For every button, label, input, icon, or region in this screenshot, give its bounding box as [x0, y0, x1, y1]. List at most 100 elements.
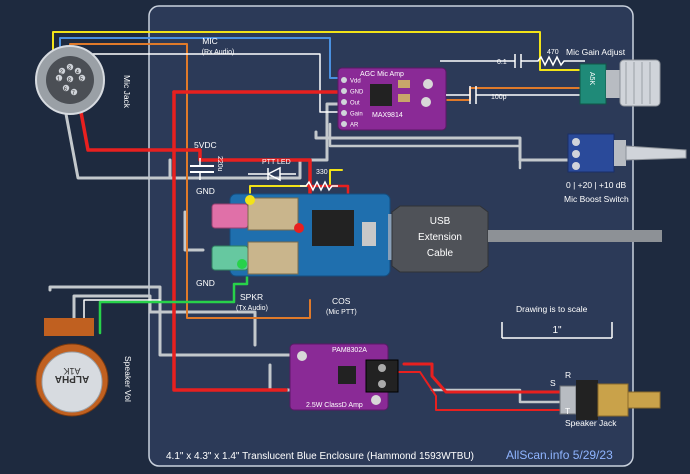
- wire-gray-boost-1: [314, 130, 572, 162]
- pam8302a-board: [289, 343, 389, 411]
- max9814-mount-hole: [421, 97, 431, 107]
- din-pin-number: 6: [64, 87, 67, 93]
- din-pin-number: 2: [60, 70, 63, 76]
- cos-sublabel: (Mic PTT): [326, 309, 357, 316]
- mic-gain-pot-value: A5K: [588, 72, 595, 86]
- usb-cable-cord: [488, 230, 662, 242]
- mic-gain-label: Mic Gain Adjust: [566, 47, 626, 57]
- wire-green-spk: [98, 262, 249, 335]
- usb-label-3: Cable: [427, 248, 454, 259]
- speaker-jack-label: Speaker Jack: [565, 418, 617, 428]
- wire-gray-jack-s: [430, 388, 562, 404]
- vdc-label: 5VDC: [194, 140, 217, 150]
- wire-red-5v-pam: [172, 90, 288, 392]
- pam8302a-title: PAM8302A: [332, 347, 367, 354]
- res-470-label: 470: [547, 49, 559, 56]
- max9814-part: MAX9814: [372, 112, 403, 119]
- pam8302a-sub: 2.5W ClassD Amp: [306, 402, 363, 409]
- scale-note: Drawing is to scale: [516, 304, 588, 314]
- cap-220-label: 220u: [216, 156, 223, 172]
- pam8302a-chip: [338, 366, 356, 384]
- speaker-vol-pot: [35, 318, 109, 417]
- wire-gray-boost-2: [328, 122, 522, 170]
- din-pin-6: [62, 84, 70, 92]
- mic-input-jack: [211, 203, 249, 229]
- res-330-label: 330: [316, 169, 328, 176]
- jack-r: R: [565, 370, 571, 380]
- din-pin-3: [66, 63, 74, 71]
- pot-brand: ALPHA: [55, 373, 89, 384]
- max9814-pin-label: GND: [350, 90, 364, 96]
- audio-jacks: [211, 195, 304, 275]
- mic-sublabel: (Rx Audio): [202, 49, 235, 56]
- gnd-top-label: GND: [196, 186, 215, 196]
- max9814-pin-hole: [341, 88, 347, 94]
- wire-gray-gnd-bot: [183, 210, 205, 252]
- cap-0.1-label: 0.1: [497, 59, 507, 66]
- cap-220u: [190, 158, 214, 180]
- speaker-vol-label: Speaker Vol: [123, 356, 133, 402]
- speaker-vol-pot-body: [41, 351, 103, 413]
- din-pin-8: [66, 75, 74, 83]
- max9814-pin-label: Gain: [350, 112, 363, 118]
- din-pin-2: [58, 67, 66, 75]
- wire-red-spk-out-2: [389, 371, 561, 411]
- cap-100p-label: 100p: [491, 94, 507, 101]
- mic-boost-switch-toggle: [625, 145, 687, 161]
- usb-extension-cable: [391, 205, 662, 273]
- max9814-pin-label: Vdd: [350, 79, 361, 85]
- ptt-led-label: PTT LED: [262, 159, 291, 166]
- max9814-pin-label: Out: [350, 101, 360, 107]
- max9814-title: AGC Mic Amp: [360, 71, 404, 78]
- din-pin-5: [78, 74, 86, 82]
- solder-yellow: [245, 195, 255, 205]
- max9814-pin-hole: [341, 99, 347, 105]
- din-pin-number: 8: [68, 78, 71, 84]
- din-pin-1: [55, 74, 63, 82]
- cos-label: COS: [332, 296, 351, 306]
- pam8302a-terminal: [365, 359, 399, 393]
- jack-s: S: [550, 378, 556, 388]
- max9814-board: [337, 67, 447, 131]
- boost-values: 0 | +20 | +10 dB: [566, 180, 627, 190]
- spkr-sublabel: (Tx Audio): [236, 305, 268, 312]
- cap-0.1-and-res-470: [440, 54, 585, 68]
- ptt-led: [248, 166, 296, 182]
- credit: AllScan.info 5/29/23: [506, 448, 613, 462]
- speaker-jack: [559, 380, 661, 420]
- din-pin-number: 7: [72, 91, 75, 97]
- wire-red-spk-out: [402, 362, 562, 394]
- solder-red: [294, 223, 304, 233]
- max9814-pin-hole: [341, 110, 347, 116]
- din-pin-7: [70, 88, 78, 96]
- cap-100p: [446, 86, 580, 104]
- usb-sound-card-chip: [312, 210, 354, 246]
- max9814-pin-hole: [341, 121, 347, 127]
- wire-yellow-mic-1: [52, 31, 581, 77]
- scale-length: 1": [552, 325, 562, 336]
- usb-label-2: Extension: [418, 232, 462, 243]
- jack-t: T: [565, 406, 570, 416]
- wire-gray-spk-1: [48, 285, 302, 357]
- res-330: [300, 180, 338, 192]
- max9814-chip: [370, 84, 392, 106]
- mic-boost-switch: [567, 133, 687, 173]
- max9814-pin-hole: [341, 77, 347, 83]
- scale-bar: [501, 322, 613, 339]
- enclosure-caption: 4.1" x 4.3" x 1.4" Translucent Blue Encl…: [166, 451, 474, 462]
- din-pin-number: 4: [76, 70, 79, 76]
- usb-label-1: USB: [430, 216, 451, 227]
- mic-gain-pot: [579, 59, 661, 107]
- din-pin-number: 3: [68, 66, 71, 72]
- gnd-bottom-label: GND: [196, 278, 215, 288]
- spkr-label: SPKR: [240, 292, 263, 302]
- solder-green: [237, 259, 247, 269]
- din-pin-4: [74, 67, 82, 75]
- pot-value: A1K: [63, 366, 80, 376]
- boost-switch-label: Mic Boost Switch: [564, 194, 629, 204]
- mic-label: MIC: [202, 36, 218, 46]
- mic-jack-label: Mic Jack: [122, 75, 132, 109]
